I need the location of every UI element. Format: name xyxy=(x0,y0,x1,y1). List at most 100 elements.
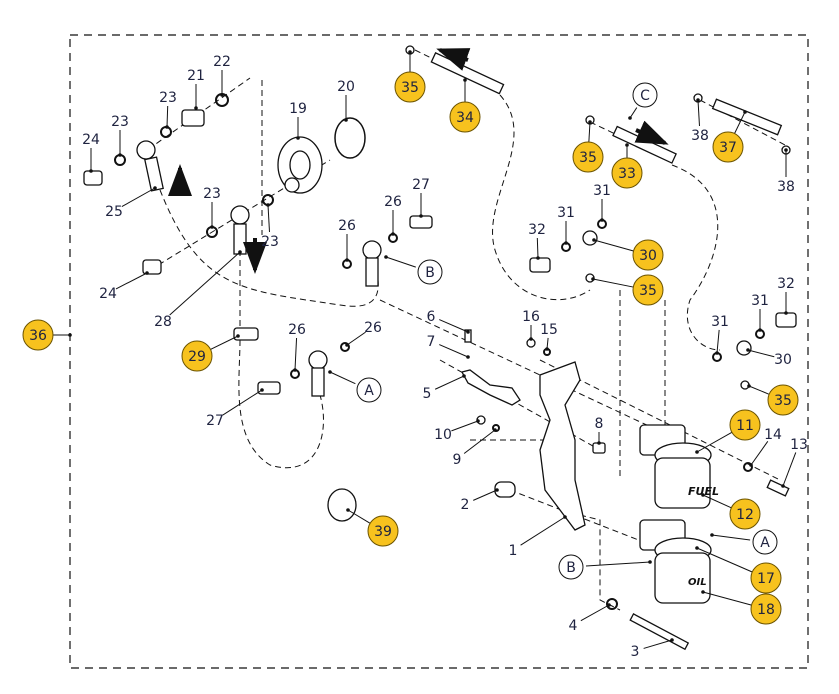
leader-dot xyxy=(695,546,699,550)
flow-arrow-left xyxy=(436,48,471,71)
leader-dot xyxy=(293,368,297,372)
callout-25: 25 xyxy=(105,186,157,220)
callout-B: B xyxy=(384,255,443,285)
leader-line xyxy=(702,591,752,606)
assembly-boundary xyxy=(69,34,809,669)
leader-line xyxy=(734,111,746,134)
callout-label: 1 xyxy=(509,543,518,559)
callout-22: 22 xyxy=(213,54,231,97)
callout-28: 28 xyxy=(154,250,242,330)
leader-line xyxy=(169,251,241,316)
callouts: 3635343533C37383820192122232324252323242… xyxy=(22,50,808,660)
callout-label: 21 xyxy=(187,68,205,84)
callout-32: 32 xyxy=(528,222,546,260)
leader-dot xyxy=(462,374,466,378)
hose-end-28 xyxy=(230,205,250,225)
callout-label: 11 xyxy=(736,418,754,434)
leader-dot xyxy=(701,590,705,594)
callout-label: B xyxy=(566,560,576,576)
callout-label: 38 xyxy=(777,179,795,195)
callout-35: 35 xyxy=(591,274,664,306)
callout-7: 7 xyxy=(427,334,470,359)
callout-label: 23 xyxy=(261,234,279,250)
callout-C: C xyxy=(628,82,658,120)
leader-dot xyxy=(466,330,470,334)
leader-dot xyxy=(344,118,348,122)
callout-label: 27 xyxy=(412,177,430,193)
leader-dot xyxy=(495,488,499,492)
fitting-21 xyxy=(181,109,205,127)
callout-11: 11 xyxy=(695,409,761,454)
leader-line xyxy=(696,547,753,573)
fuel-filter: FUEL xyxy=(639,424,719,509)
callout-label: 7 xyxy=(427,334,436,350)
callout-label: 35 xyxy=(579,150,597,166)
highlight-badge xyxy=(712,131,744,163)
callout-19: 19 xyxy=(289,101,307,140)
callout-label: 27 xyxy=(206,413,224,429)
leader-dot xyxy=(747,384,751,388)
highlight-badge xyxy=(750,593,782,625)
callout-label: 26 xyxy=(364,320,382,336)
leader-line xyxy=(473,489,498,501)
callout-A: A xyxy=(710,529,778,555)
leader-dot xyxy=(545,347,549,351)
leader-dot xyxy=(419,214,423,218)
leader-line xyxy=(536,237,539,259)
leader-dot xyxy=(781,484,785,488)
callout-5: 5 xyxy=(423,374,466,402)
leader-dot xyxy=(89,169,93,173)
callout-label: 26 xyxy=(384,194,402,210)
leader-line xyxy=(347,509,371,524)
leader-dot xyxy=(529,337,533,341)
leader-dot xyxy=(784,148,788,152)
tube-37 xyxy=(711,98,783,136)
callout-label: 25 xyxy=(105,204,123,220)
highlight-badge xyxy=(181,340,213,372)
callout-15: 15 xyxy=(540,322,558,351)
leader-dot xyxy=(600,218,604,222)
callout-27: 27 xyxy=(206,388,264,429)
leader-dot xyxy=(165,125,169,129)
callout-30: 30 xyxy=(592,238,664,271)
reference-circle xyxy=(417,259,443,285)
highlight-badge xyxy=(367,515,399,547)
callout-31: 31 xyxy=(711,314,729,355)
leader-dot xyxy=(118,153,122,157)
callout-3: 3 xyxy=(631,638,674,660)
callout-38: 38 xyxy=(777,148,795,195)
hose-end-25 xyxy=(136,140,156,160)
callout-35: 35 xyxy=(747,384,799,416)
leader-dot xyxy=(493,428,497,432)
callout-16: 16 xyxy=(522,309,540,341)
leader-line xyxy=(434,375,465,390)
leader-line xyxy=(702,494,732,509)
callout-4: 4 xyxy=(569,603,611,634)
callout-31: 31 xyxy=(593,183,611,222)
leader-dot xyxy=(238,250,242,254)
highlight-badge xyxy=(449,101,481,133)
leader-line xyxy=(385,256,416,268)
callout-label: 26 xyxy=(288,322,306,338)
leader-dot xyxy=(236,334,240,338)
leader-dot xyxy=(296,136,300,140)
leader-line xyxy=(166,105,169,128)
callout-label: 31 xyxy=(593,183,611,199)
leader-dot xyxy=(701,493,705,497)
leader-dot xyxy=(648,560,652,564)
callout-39: 39 xyxy=(346,508,399,547)
callout-label: B xyxy=(425,265,435,281)
leader-line xyxy=(629,107,638,119)
callout-A: A xyxy=(328,370,382,403)
callout-label: 30 xyxy=(774,352,792,368)
oil-label: OIL xyxy=(688,577,707,588)
leader-line xyxy=(346,331,366,346)
fuel-label: FUEL xyxy=(688,485,719,498)
callout-label: 33 xyxy=(618,166,636,182)
callout-label: 9 xyxy=(453,452,462,468)
highlight-badge xyxy=(394,71,426,103)
leader-dot xyxy=(391,232,395,236)
elbow-30 xyxy=(582,230,598,246)
